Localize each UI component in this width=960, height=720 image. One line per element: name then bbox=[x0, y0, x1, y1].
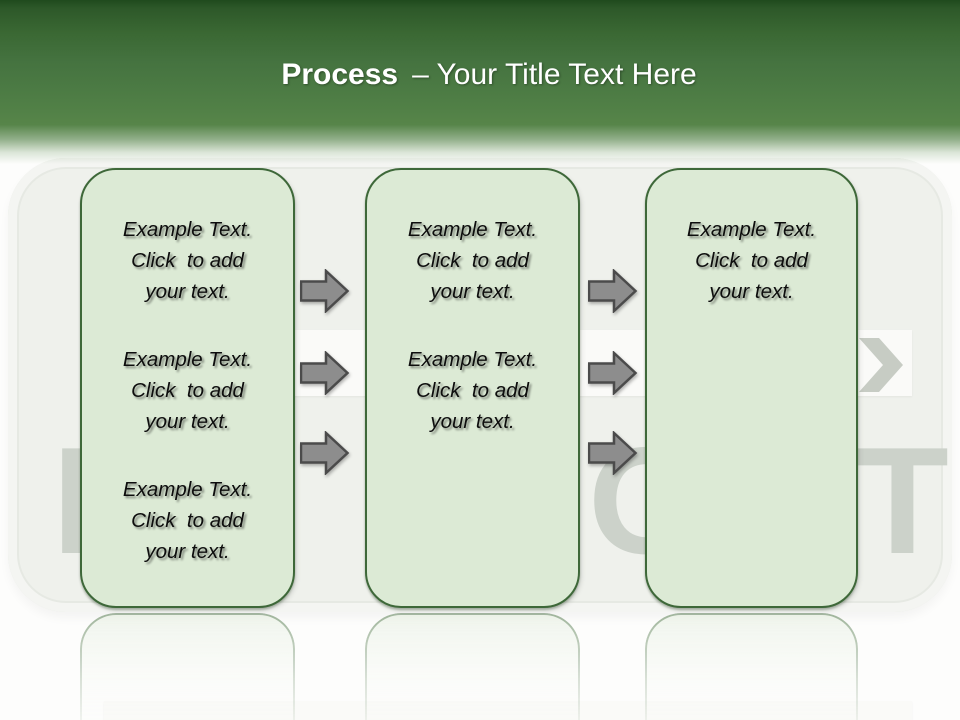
placeholder-line: your text. bbox=[145, 280, 230, 303]
placeholder-line: Example Text. bbox=[407, 218, 538, 241]
placeholder-line: Click to add bbox=[416, 379, 529, 402]
box-reflection bbox=[645, 613, 858, 720]
text-placeholder[interactable]: Example Text. Click to add your text. bbox=[367, 344, 578, 437]
watermark-letter: T bbox=[856, 416, 949, 586]
placeholder-line: your text. bbox=[145, 410, 230, 433]
process-box-1-content: Example Text. Click to add your text. Ex… bbox=[82, 170, 293, 567]
placeholder-line: Click to add bbox=[131, 379, 244, 402]
text-placeholder[interactable]: Example Text. Click to add your text. bbox=[367, 214, 578, 307]
arrow-right-icon bbox=[588, 431, 638, 475]
placeholder-line: Example Text. bbox=[122, 478, 253, 501]
text-placeholder[interactable]: Example Text. Click to add your text. bbox=[82, 474, 293, 567]
placeholder-line: your text. bbox=[145, 540, 230, 563]
arrow-right-icon bbox=[300, 431, 350, 475]
watermark-chevron-icon bbox=[859, 338, 903, 392]
arrow-right-icon bbox=[588, 269, 638, 313]
placeholder-line: Click to add bbox=[695, 249, 808, 272]
arrow-right-icon bbox=[300, 351, 350, 395]
arrow-right-icon bbox=[588, 351, 638, 395]
process-box-1[interactable]: Example Text. Click to add your text. Ex… bbox=[80, 168, 295, 608]
title-bar: Process – Your Title Text Here bbox=[0, 0, 960, 164]
arrow-right-icon bbox=[300, 269, 350, 313]
placeholder-line: your text. bbox=[709, 280, 794, 303]
placeholder-line: your text. bbox=[430, 410, 515, 433]
text-placeholder[interactable]: Example Text. Click to add your text. bbox=[647, 214, 856, 307]
placeholder-line: Click to add bbox=[131, 509, 244, 532]
placeholder-line: Click to add bbox=[416, 249, 529, 272]
title-emphasis: Process bbox=[281, 58, 399, 91]
process-box-3-content: Example Text. Click to add your text. bbox=[647, 170, 856, 307]
placeholder-line: Example Text. bbox=[122, 218, 253, 241]
process-box-2[interactable]: Example Text. Click to add your text. Ex… bbox=[365, 168, 580, 608]
process-box-3[interactable]: Example Text. Click to add your text. bbox=[645, 168, 858, 608]
placeholder-line: Example Text. bbox=[686, 218, 817, 241]
placeholder-line: Example Text. bbox=[407, 348, 538, 371]
box-reflection bbox=[80, 613, 295, 720]
placeholder-line: Click to add bbox=[131, 249, 244, 272]
title-rest: – Your Title Text Here bbox=[412, 58, 697, 91]
text-placeholder[interactable]: Example Text. Click to add your text. bbox=[82, 344, 293, 437]
box-reflection bbox=[365, 613, 580, 720]
placeholder-line: your text. bbox=[430, 280, 515, 303]
placeholder-line: Example Text. bbox=[122, 348, 253, 371]
slide-title[interactable]: Process – Your Title Text Here bbox=[9, 57, 960, 93]
process-box-2-content: Example Text. Click to add your text. Ex… bbox=[367, 170, 578, 437]
text-placeholder[interactable]: Example Text. Click to add your text. bbox=[82, 214, 293, 307]
